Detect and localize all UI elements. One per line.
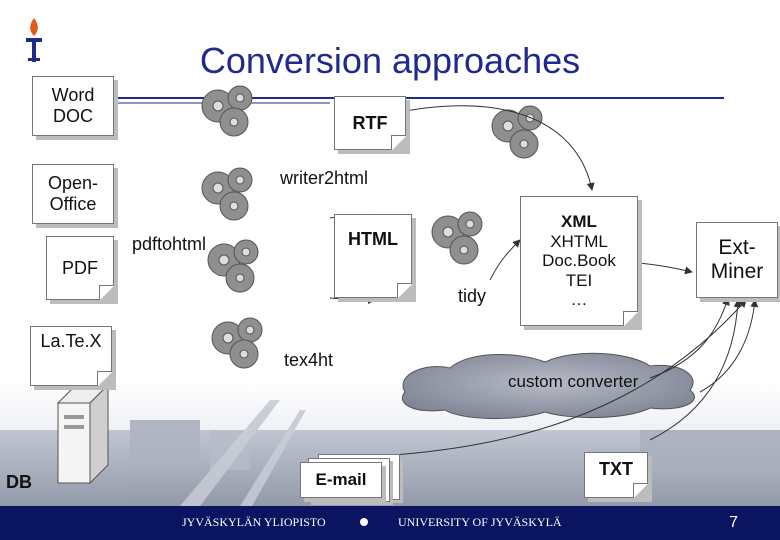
format-db: DB [6,472,32,492]
xml-line-0: XML [561,212,597,232]
format-xml: XML XHTML Doc.Book TEI … [520,196,638,326]
university-logo [26,18,42,62]
gear-icon-right [491,105,543,159]
source-latex: La.Te.X [30,326,112,386]
xml-line-3: TEI [565,270,593,290]
tool-writer2html: writer2html [280,168,369,188]
gear-icon-rtf [201,85,253,137]
tool-custom-converter: custom converter [508,372,639,391]
xml-line-2: Doc.Book [542,251,616,271]
xml-line-4: … [570,290,588,310]
gear-icon-tidy [431,211,483,265]
page-number: 7 [729,514,738,531]
footer-dot-icon [360,518,368,526]
format-txt: TXT [584,452,648,498]
footer-left-text: JYVÄSKYLÄN YLIOPISTO [182,515,326,529]
db-server-icon [56,383,110,485]
gear-icon-pdftohtml [207,239,259,293]
format-rtf: RTF [334,96,406,150]
source-pdf: PDF [46,236,114,300]
format-email: E-mail [300,462,382,498]
gear-icon-writer2html [201,167,253,221]
footer-bar: JYVÄSKYLÄN YLIOPISTO UNIVERSITY OF JYVÄS… [0,506,780,540]
source-word-doc: Word DOC [32,76,114,136]
format-extminer: Ext- Miner [696,222,778,298]
page-title: Conversion approaches [199,40,581,81]
xml-line-1: XHTML [550,231,608,251]
source-openoffice: Open- Office [32,164,114,224]
footer-right-text: UNIVERSITY OF JYVÄSKYLÄ [398,515,562,529]
format-html: HTML [334,214,412,298]
tool-tidy: tidy [458,286,487,306]
tool-pdftohtml: pdftohtml [132,234,207,254]
custom-converter-cloud [402,352,695,420]
tool-tex4ht: tex4ht [284,350,334,370]
gear-icon-tex4ht [211,317,263,369]
